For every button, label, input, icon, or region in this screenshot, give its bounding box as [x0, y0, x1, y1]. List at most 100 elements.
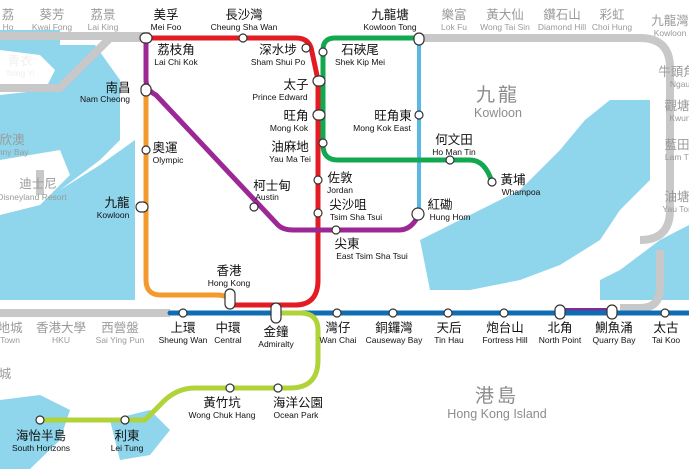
- faded-kowloon-bay-en: Kowloon: [654, 28, 687, 38]
- faded-wong-tai-sin-zh: 黃大仙: [486, 7, 524, 22]
- faded-kwun-tong-en: Kwun: [669, 113, 689, 123]
- west-kowloon-label-zh: 香港西九龍: [174, 233, 229, 247]
- interchange-mei-foo[interactable]: [139, 32, 153, 44]
- label-cheung-sha-wan-en: Cheung Sha Wan: [211, 22, 278, 32]
- area-labels: 九龍 Kowloon 港島 Hong Kong Island: [447, 84, 546, 421]
- faded-yau-tong-en: Yau Tong: [662, 204, 689, 214]
- interchange-hung-hom[interactable]: [411, 207, 425, 221]
- station-dot-tin-hau[interactable]: [443, 308, 453, 318]
- label-ocean-park-zh: 海洋公園: [273, 395, 323, 410]
- area-kowloon-en: Kowloon: [474, 106, 522, 120]
- label-olympic-zh: 奧運: [152, 140, 178, 155]
- station-dot-fortress-hill[interactable]: [499, 308, 509, 318]
- label-kowloon-tong-en: Kowloon Tong: [363, 22, 417, 32]
- west-kowloon-terminus: 香港西九龍 Hong Kong West Kowloon: [169, 213, 257, 259]
- label-central-en: Central: [214, 335, 242, 345]
- faded-ho-en: Ho: [3, 22, 14, 32]
- label-north-point-en: North Point: [539, 335, 582, 345]
- label-south-horizons-zh: 海怡半島: [16, 428, 66, 443]
- faded-lam-tin-en: Lam Tin: [665, 152, 689, 162]
- label-mei-foo-zh: 美孚: [153, 7, 178, 22]
- station-dot-tai-koo[interactable]: [660, 308, 670, 318]
- label-shek-kip-mei-zh: 石硤尾: [341, 42, 379, 57]
- land-lantau-island: [0, 150, 70, 215]
- station-dot-ho-man-tin[interactable]: [445, 155, 455, 165]
- label-fortress-hill-zh: 炮台山: [486, 320, 524, 335]
- station-dot-ocean-park[interactable]: [273, 383, 283, 393]
- interchange-kowloon[interactable]: [135, 201, 149, 213]
- label-ho-man-tin-en: Ho Man Tin: [432, 147, 476, 157]
- label-tsim-sha-tsui-zh: 尖沙咀: [329, 197, 367, 212]
- label-sheung-wan-zh: 上環: [170, 320, 196, 335]
- interchange-hong-kong[interactable]: [224, 288, 236, 310]
- label-central-zh: 中環: [215, 320, 241, 335]
- label-shek-kip-mei-en: Shek Kip Mei: [335, 57, 385, 67]
- faded-tsing-yi-en: Tsing Yi: [5, 68, 34, 78]
- station-dot-austin[interactable]: [249, 202, 259, 212]
- label-sheung-wan-en: Sheung Wan: [159, 335, 208, 345]
- label-ocean-park-en: Ocean Park: [274, 410, 320, 420]
- label-austin-zh: 柯士甸: [253, 178, 291, 193]
- station-dot-jordan[interactable]: [313, 175, 323, 185]
- faded-disneyland-en: Disneyland Resort: [0, 192, 67, 202]
- interchange-north-point[interactable]: [554, 304, 566, 320]
- faded-aberdeen-zh: 城: [0, 366, 12, 381]
- faded-kennedy-town-zh: 地城: [0, 320, 23, 335]
- label-nam-cheong-zh: 南昌: [105, 80, 130, 95]
- station-dot-whampoa[interactable]: [487, 177, 497, 187]
- label-whampoa-en: Whampoa: [502, 187, 541, 197]
- faded-wong-tai-sin-en: Wong Tai Sin: [480, 22, 530, 32]
- faded-ngau-tau-kok-en: Ngau: [670, 79, 689, 89]
- station-dot-olympic[interactable]: [141, 145, 151, 155]
- station-dot-causeway-bay[interactable]: [388, 308, 398, 318]
- label-hong-kong-en: Hong Kong: [208, 278, 251, 288]
- station-dot-east-tsim-sha-tsui[interactable]: [331, 225, 341, 235]
- inactive-line-airport: [0, 34, 140, 92]
- station-dot-wan-chai[interactable]: [332, 308, 342, 318]
- interchange-mong-kok[interactable]: [312, 109, 326, 121]
- label-yau-ma-tei-zh: 油麻地: [271, 139, 309, 154]
- label-whampoa-zh: 黃埔: [500, 172, 526, 187]
- station-dot-cheung-sha-wan[interactable]: [238, 33, 248, 43]
- area-hk-island-zh: 港島: [475, 385, 519, 407]
- interchange-prince-edward[interactable]: [312, 75, 326, 87]
- interchange-kowloon-tong[interactable]: [413, 32, 425, 46]
- faded-ho-zh: 荔: [2, 7, 15, 22]
- label-lei-tung-en: Lei Tung: [111, 443, 144, 453]
- faded-kwai-fong-zh: 葵芳: [39, 7, 64, 22]
- interchange-quarry-bay[interactable]: [606, 304, 618, 320]
- interchange-admiralty[interactable]: [270, 302, 282, 324]
- label-nam-cheong-en: Nam Cheong: [80, 94, 130, 104]
- station-dot-south-horizons[interactable]: [35, 415, 45, 425]
- station-dot-shek-kip-mei[interactable]: [318, 47, 328, 57]
- area-kowloon-zh: 九龍: [476, 84, 520, 106]
- label-lai-chi-kok-en: Lai Chi Kok: [154, 57, 198, 67]
- station-markers: [35, 32, 670, 425]
- station-dot-lei-tung[interactable]: [120, 415, 130, 425]
- label-sham-shui-po-en: Sham Shui Po: [251, 57, 306, 67]
- label-tai-koo-zh: 太古: [653, 320, 678, 335]
- station-dot-yau-ma-tei[interactable]: [318, 138, 328, 148]
- station-dot-mong-kok-east[interactable]: [414, 110, 424, 120]
- faded-hku-en: HKU: [52, 335, 70, 345]
- station-dot-tsim-sha-tsui[interactable]: [313, 208, 323, 218]
- area-hk-island-en: Hong Kong Island: [447, 407, 546, 421]
- label-kowloon-en: Kowloon: [97, 210, 130, 220]
- label-south-horizons-en: South Horizons: [12, 443, 70, 453]
- faded-kwun-tong-zh: 觀塘: [664, 98, 689, 113]
- station-dot-sheung-wan[interactable]: [178, 308, 188, 318]
- faded-kennedy-town-en: Town: [0, 335, 20, 345]
- label-jordan-zh: 佐敦: [327, 170, 353, 185]
- interchange-nam-cheong[interactable]: [140, 83, 152, 97]
- station-dot-sham-shui-po[interactable]: [301, 43, 311, 53]
- station-dot-wong-chuk-hang[interactable]: [225, 383, 235, 393]
- label-tai-koo-en: Tai Koo: [652, 335, 681, 345]
- label-east-tsim-sha-tsui-en: East Tsim Sha Tsui: [336, 251, 408, 261]
- label-mong-kok-zh: 旺角: [283, 108, 308, 123]
- label-mong-kok-east-en: Mong Kok East: [353, 123, 411, 133]
- label-quarry-bay-zh: 鰂魚涌: [595, 320, 633, 335]
- faded-ngau-tau-kok-zh: 牛頭角: [658, 64, 689, 79]
- faded-lam-tin-zh: 藍田: [664, 137, 689, 152]
- water-aberdeen: [0, 395, 70, 469]
- faded-choi-hung-zh: 彩虹: [599, 7, 625, 22]
